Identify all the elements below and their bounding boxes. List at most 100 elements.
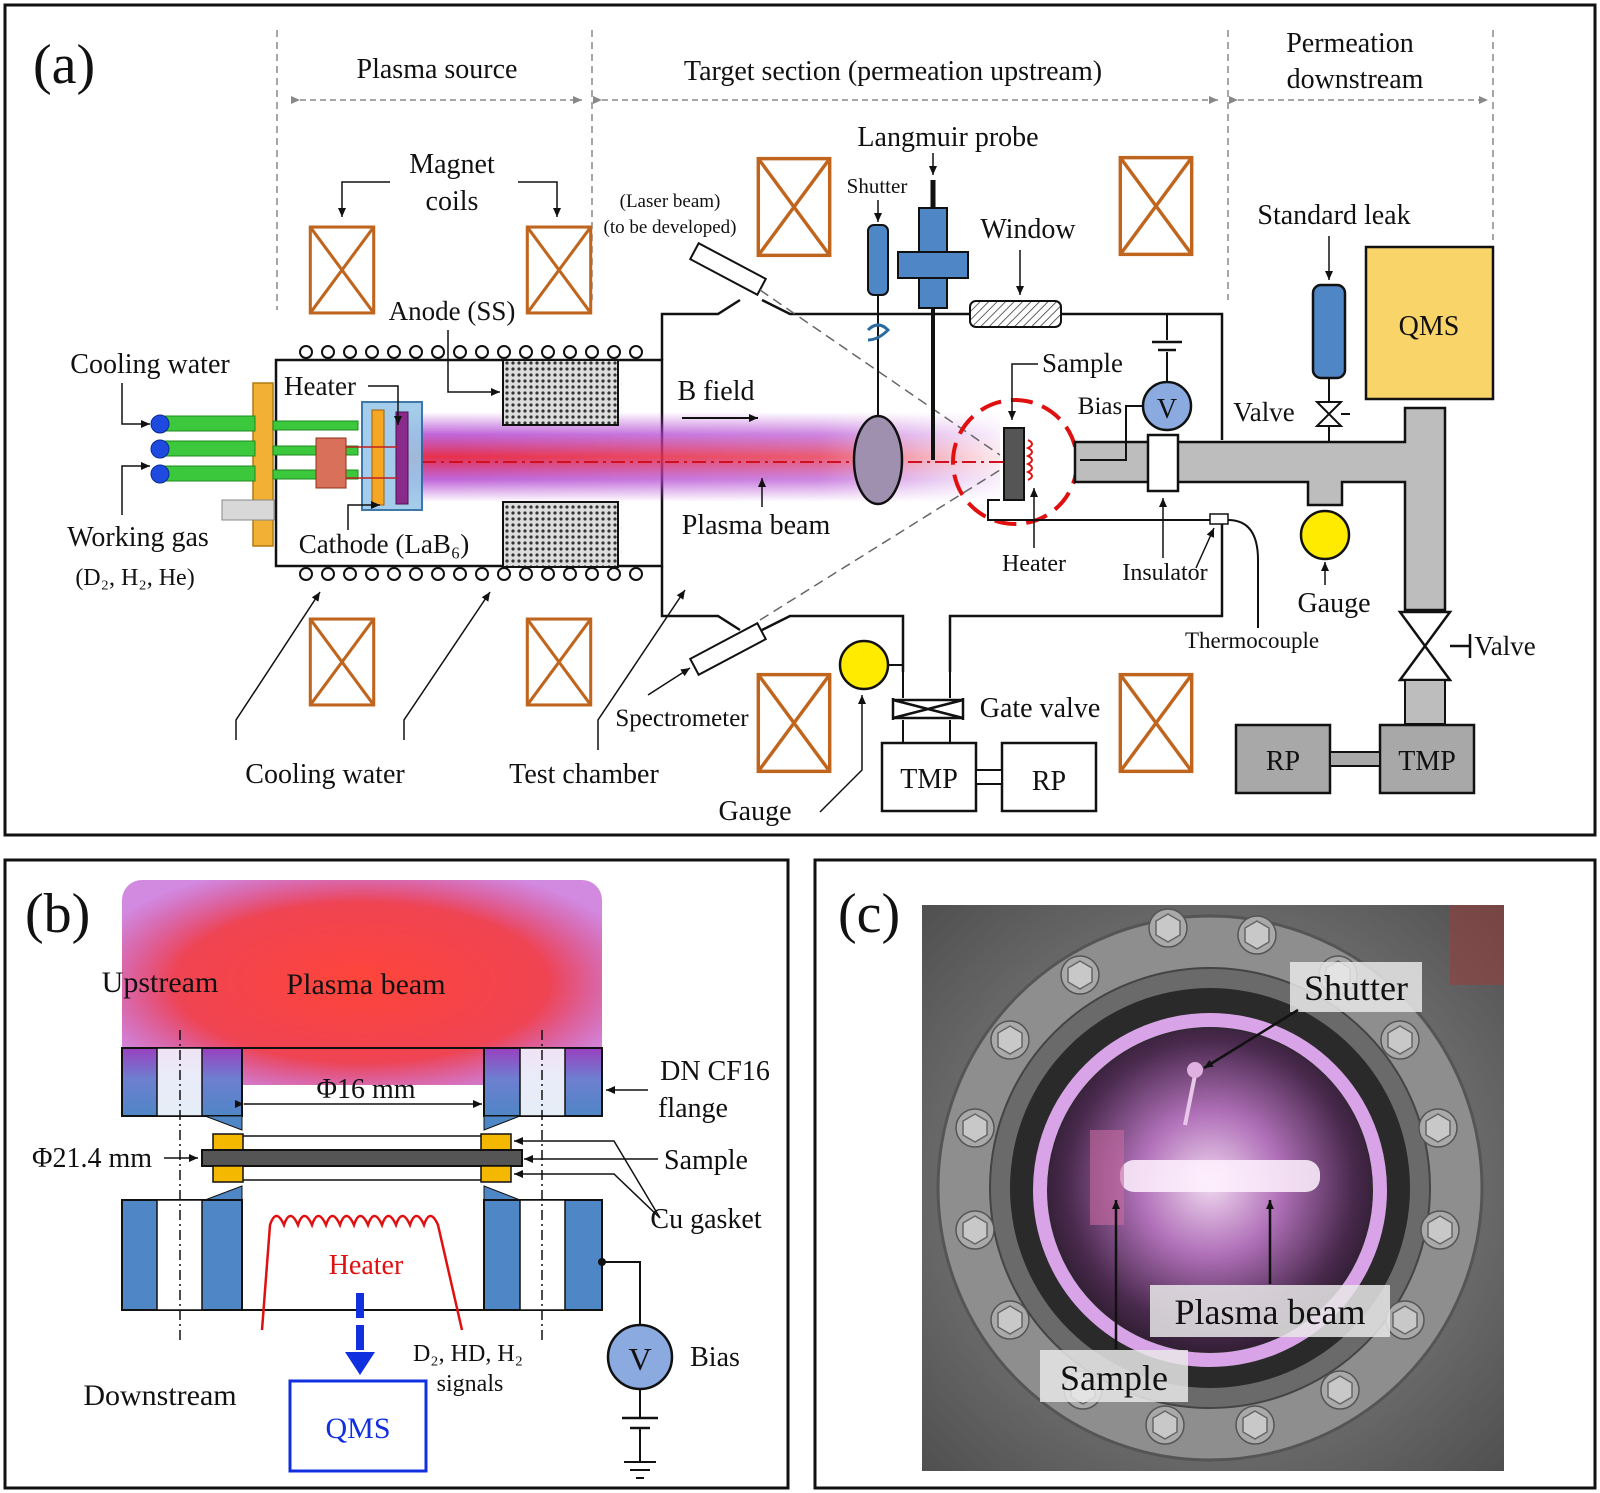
panel-a-label: (a)	[33, 34, 95, 96]
gate-valve	[892, 698, 964, 720]
cathode-body	[361, 401, 423, 511]
label-sample-b: Sample	[664, 1145, 748, 1176]
cooling-coil-top	[299, 345, 643, 359]
panel-a-frame	[3, 3, 1597, 837]
label-cooling-water-left: Cooling water	[70, 349, 230, 380]
standard-leak	[1311, 283, 1347, 380]
plasma-glow	[1120, 1160, 1320, 1192]
label-flange-1: DN CF16	[660, 1056, 770, 1087]
label-thermocouple: Thermocouple	[1185, 628, 1319, 653]
label-laser-2: (to be developed)	[604, 217, 737, 238]
label-tmp-right: TMP	[1398, 746, 1456, 777]
label-plasma-beam-a: Plasma beam	[682, 510, 831, 541]
label-window: Window	[980, 214, 1076, 245]
valve-right	[1397, 610, 1453, 682]
magnet-coil	[758, 159, 829, 256]
label-b-field: B field	[678, 376, 755, 407]
label-standard-leak: Standard leak	[1257, 200, 1410, 231]
plasma-beam-a	[400, 412, 1000, 502]
sample-b	[201, 1149, 523, 1167]
panel-a: (a) Plasma source Target section (permea…	[3, 3, 1597, 837]
label-v-b: V	[628, 1341, 651, 1377]
label-cu-gasket: Cu gasket	[650, 1204, 761, 1235]
label-heater-b: Heater	[329, 1250, 404, 1281]
magnet-coil	[525, 225, 593, 315]
qms-a	[1364, 245, 1495, 401]
label-qms-b: QMS	[325, 1412, 390, 1445]
gauge-right	[1299, 509, 1351, 561]
label-heater-source: Heater	[284, 371, 356, 401]
plasma-beam-b	[122, 880, 602, 1085]
magnet-coil	[308, 617, 376, 707]
rp-right	[1234, 723, 1332, 795]
label-anode: Anode (SS)	[389, 296, 516, 326]
label-insulator: Insulator	[1122, 560, 1207, 586]
label-bias-a: Bias	[1078, 393, 1122, 420]
label-plasma-beam-c: Plasma beam	[1175, 1292, 1366, 1332]
source-flange	[252, 382, 274, 547]
label-rp-right: RP	[1266, 746, 1300, 777]
qms-b	[288, 1379, 428, 1473]
anode-top	[502, 359, 619, 426]
label-working-gas: Working gas	[67, 522, 209, 553]
panel-c-label: (c)	[838, 883, 900, 945]
sample-a	[1003, 427, 1025, 501]
viewport-ring	[1033, 1013, 1387, 1367]
label-sample-c: Sample	[1060, 1358, 1168, 1398]
valve-top	[1314, 401, 1344, 427]
label-valve-top: Valve	[1233, 397, 1294, 427]
magnet-coil	[308, 225, 376, 315]
label-cathode: Cathode (LaB₆)	[299, 529, 470, 559]
label-gate-valve: Gate valve	[980, 693, 1101, 724]
label-gauge-right: Gauge	[1297, 588, 1370, 619]
label-laser-1: (Laser beam)	[620, 191, 721, 212]
label-gauge-bottom: Gauge	[718, 796, 791, 827]
spectrometer-port	[688, 621, 768, 677]
panel-c-frame	[813, 858, 1597, 1490]
window	[969, 300, 1062, 328]
magnet-coil	[758, 675, 829, 772]
gauge-bottom	[838, 639, 890, 691]
section-target: Target section (permeation upstream)	[684, 56, 1102, 87]
label-phi21: Φ21.4 mm	[32, 1143, 152, 1174]
label-upstream: Upstream	[102, 966, 219, 999]
label-plasma-beam-b: Plasma beam	[286, 968, 445, 1001]
laser-port	[688, 241, 768, 297]
label-signals-2: signals	[437, 1371, 504, 1397]
label-shutter-c: Shutter	[1304, 968, 1408, 1008]
label-langmuir: Langmuir probe	[857, 122, 1038, 153]
panel-b-label: (b)	[25, 883, 90, 945]
label-phi16: Φ16 mm	[316, 1074, 415, 1105]
insulator	[1146, 433, 1180, 493]
magnet-coil	[1120, 675, 1191, 772]
magnet-coil	[1120, 158, 1191, 255]
section-downstream-line2: downstream	[1287, 64, 1424, 95]
label-spectrometer: Spectrometer	[615, 705, 749, 732]
section-plasma-source: Plasma source	[357, 54, 518, 85]
label-tmp-bottom: TMP	[900, 764, 958, 795]
label-rp-bottom: RP	[1032, 766, 1066, 797]
label-magnet-coils-2: coils	[426, 186, 479, 217]
label-flange-2: flange	[658, 1093, 728, 1124]
panel-c: (c) Shutter Plasma beam Sample	[813, 858, 1597, 1490]
section-downstream-line1: Permeation	[1286, 28, 1414, 59]
label-cooling-water-bottom: Cooling water	[245, 759, 405, 790]
label-downstream: Downstream	[83, 1379, 236, 1412]
label-test-chamber: Test chamber	[509, 759, 659, 790]
cooling-coil-bottom	[299, 567, 643, 581]
label-signals-1: D₂, HD, H₂	[413, 1341, 523, 1367]
label-sample-a: Sample	[1042, 348, 1123, 378]
label-magnet-coils-1: Magnet	[409, 149, 495, 180]
shutter-disc	[852, 414, 904, 506]
tmp-bottom	[880, 741, 978, 813]
heater-coil-b	[260, 1214, 464, 1331]
label-v-a: V	[1157, 394, 1177, 425]
label-bias-b: Bias	[690, 1342, 740, 1373]
panel-b-frame	[3, 858, 790, 1490]
anode-bottom	[502, 501, 619, 568]
panel-b: (b) Upstream Plasma beam Φ16 mm DN CF16 …	[3, 858, 790, 1490]
label-gases: (D₂, H₂, He)	[75, 565, 194, 591]
label-valve-right: Valve	[1474, 631, 1535, 661]
label-heater-target: Heater	[1002, 551, 1066, 577]
magnet-coil	[525, 617, 593, 707]
